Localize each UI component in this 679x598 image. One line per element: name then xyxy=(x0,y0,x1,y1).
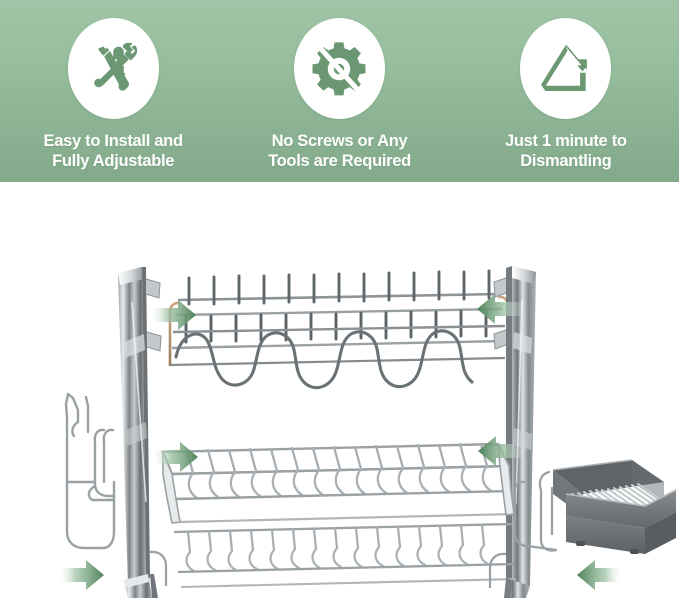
product-exploded-diagram xyxy=(58,266,677,598)
arrow-lower-left xyxy=(152,442,198,472)
no-gear-slash-icon xyxy=(308,38,370,100)
arrow-lower-right xyxy=(478,436,524,466)
arrow-upper-left xyxy=(150,300,196,330)
feature-icon-circle xyxy=(67,18,159,119)
utensil-hook-holder xyxy=(64,392,116,550)
wrench-screwdriver-icon xyxy=(83,39,143,99)
feature-card-dismantling: Just 1 minute to Dismantling xyxy=(453,0,679,171)
arrow-foot-right xyxy=(577,560,623,590)
arrow-foot-left xyxy=(58,560,104,590)
feature-label-easy-install: Easy to Install and Fully Adjustable xyxy=(43,132,183,170)
feature-icon-circle xyxy=(293,18,385,119)
arrow-upper-right xyxy=(477,294,523,324)
lower-dish-rack xyxy=(161,442,517,589)
right-foot xyxy=(488,552,530,598)
cutlery-basket xyxy=(513,459,677,554)
product-diagram-area xyxy=(0,182,679,598)
feature-card-easy-install: Easy to Install and Fully Adjustable xyxy=(0,0,226,171)
feature-label-no-screws: No Screws or Any Tools are Required xyxy=(268,132,411,170)
right-vertical-post xyxy=(493,266,536,586)
recycle-triangle-arrow-icon xyxy=(536,39,596,99)
left-vertical-post xyxy=(118,267,162,586)
left-foot xyxy=(124,550,168,598)
feature-card-no-screws: No Screws or Any Tools are Required xyxy=(226,0,452,171)
feature-label-dismantling: Just 1 minute to Dismantling xyxy=(504,132,627,170)
upper-dish-rack xyxy=(168,269,510,390)
feature-icon-circle xyxy=(520,18,612,119)
feature-banner: Easy to Install and Fully Adjustable N xyxy=(0,0,679,182)
